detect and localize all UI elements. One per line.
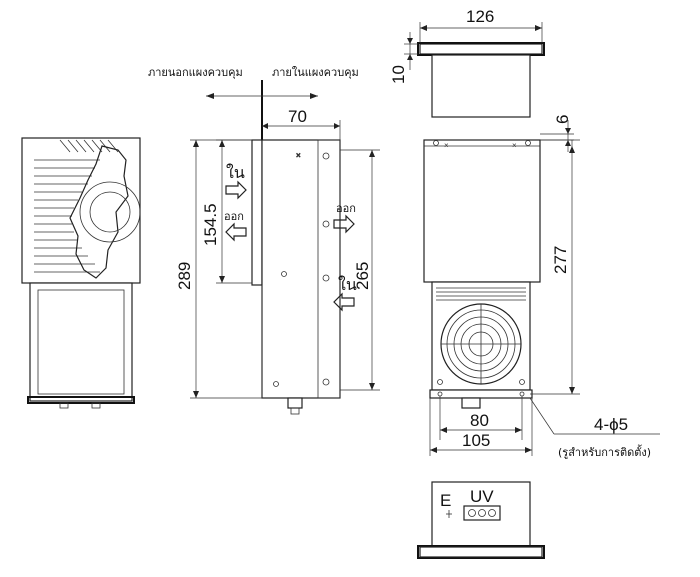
inside-panel-label: ภายในแผงควบคุม bbox=[272, 66, 359, 79]
dim-105: 105 bbox=[462, 431, 490, 450]
bottom-view: E UV bbox=[417, 481, 545, 559]
in-label-left: ใน bbox=[226, 163, 245, 182]
dim-265: 265 bbox=[353, 262, 372, 290]
out-label-left: ออก bbox=[224, 210, 244, 223]
holes-note: (รูสำหรับการติดตั้ง) bbox=[558, 444, 651, 459]
side-view: × ภายนอกแผงควบคุม ภายในแผงควบคุม 70 289 … bbox=[148, 66, 380, 415]
vent-lines bbox=[436, 287, 526, 301]
dim-154-5: 154.5 bbox=[201, 203, 220, 246]
dim-70: 70 bbox=[288, 107, 307, 126]
fan-icon bbox=[79, 181, 141, 243]
outside-panel-label: ภายนอกแผงควบคุม bbox=[148, 66, 243, 79]
front-view: × × 6 27 bbox=[423, 115, 660, 459]
dim-277: 277 bbox=[551, 246, 570, 274]
svg-text:×: × bbox=[444, 141, 449, 150]
cutaway-edge bbox=[69, 145, 129, 279]
holes-label: 4-ϕ5 bbox=[594, 415, 628, 434]
louver-slats bbox=[34, 159, 100, 273]
cutaway-view bbox=[21, 137, 141, 409]
top-view: 126 10 bbox=[389, 7, 545, 118]
terminal-block bbox=[463, 505, 501, 521]
dim-126: 126 bbox=[466, 7, 494, 26]
terminal-uv-label: UV bbox=[470, 487, 494, 506]
dim-10: 10 bbox=[389, 65, 408, 84]
terminal-e-label: E bbox=[440, 491, 451, 510]
svg-text:×: × bbox=[296, 151, 301, 160]
dim-289: 289 bbox=[175, 262, 194, 290]
dim-80: 80 bbox=[470, 411, 489, 430]
in-label-right: ใน bbox=[338, 275, 357, 294]
svg-text:×: × bbox=[512, 141, 517, 150]
dim-6: 6 bbox=[553, 115, 572, 124]
out-label-right: ออก bbox=[336, 202, 356, 215]
